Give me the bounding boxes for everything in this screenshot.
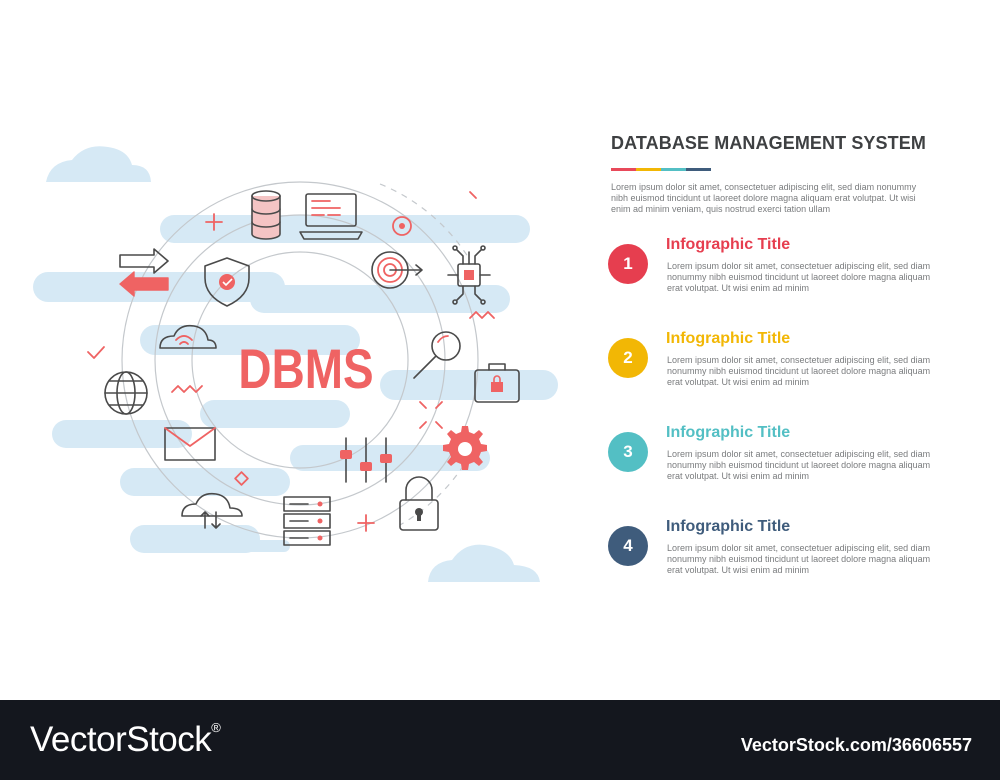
- brand-logo: VectorStock®: [30, 720, 221, 760]
- step-number-badge: 4: [608, 526, 648, 566]
- watermark-footer: VectorStock® VectorStock.com/36606557: [0, 700, 1000, 780]
- list-item: 4 Infographic Title Lorem ipsum dolor si…: [608, 518, 938, 588]
- underline-segment: [661, 168, 686, 171]
- list-item: 1 Infographic Title Lorem ipsum dolor si…: [608, 236, 938, 306]
- main-title: DATABASE MANAGEMENT SYSTEM: [611, 133, 926, 153]
- dbms-illustration: .ln { fill: none; stroke: #4a4a4a; strok…: [33, 146, 558, 582]
- swap-arrows-icon: [119, 248, 169, 297]
- target-icon: [392, 216, 412, 236]
- step-title: Infographic Title: [666, 330, 791, 347]
- center-label: DBMS: [238, 338, 373, 400]
- step-number-badge: 1: [608, 244, 648, 284]
- gear-icon: [443, 426, 487, 470]
- list-item: 3 Infographic Title Lorem ipsum dolor si…: [608, 424, 938, 494]
- step-description: Lorem ipsum dolor sit amet, consectetuer…: [667, 355, 931, 387]
- image-id: VectorStock.com/36606557: [740, 735, 972, 755]
- step-number-badge: 3: [608, 432, 648, 472]
- brand-name: VectorStock: [30, 720, 212, 759]
- step-description: Lorem ipsum dolor sit amet, consectetuer…: [667, 543, 931, 575]
- step-description: Lorem ipsum dolor sit amet, consectetuer…: [667, 449, 931, 481]
- microchip-icon: [447, 245, 491, 305]
- list-item: 2 Infographic Title Lorem ipsum dolor si…: [608, 330, 938, 400]
- dartboard-icon: [371, 251, 423, 289]
- step-description: Lorem ipsum dolor sit amet, consectetuer…: [667, 261, 931, 293]
- intro-text: Lorem ipsum dolor sit amet, consectetuer…: [611, 182, 917, 214]
- underline-segment: [636, 168, 661, 171]
- step-title: Infographic Title: [666, 424, 791, 441]
- underline-segment: [686, 168, 711, 171]
- title-underline: [611, 168, 711, 171]
- registered-mark: ®: [211, 720, 221, 735]
- shield-check-icon: [204, 257, 250, 307]
- background-clouds: [33, 146, 558, 582]
- server-rack-icon: [283, 496, 331, 546]
- padlock-icon: [399, 476, 439, 531]
- envelope-icon: [164, 427, 216, 461]
- briefcase-lock-icon: [474, 363, 520, 403]
- wifi-cloud-icon: [159, 324, 217, 349]
- step-title: Infographic Title: [666, 518, 791, 535]
- sliders-icon: [340, 437, 392, 483]
- laptop-code-icon: [299, 193, 363, 240]
- globe-icon: [104, 371, 148, 415]
- database-icon: [251, 190, 281, 240]
- decorative-accents: [87, 191, 495, 532]
- magnifier-icon: [413, 331, 461, 379]
- infographic-canvas: .ln { fill: none; stroke: #4a4a4a; strok…: [33, 133, 938, 588]
- step-number-badge: 2: [608, 338, 648, 378]
- underline-segment: [611, 168, 636, 171]
- step-title: Infographic Title: [666, 236, 791, 253]
- cloud-transfer-icon: [181, 492, 243, 529]
